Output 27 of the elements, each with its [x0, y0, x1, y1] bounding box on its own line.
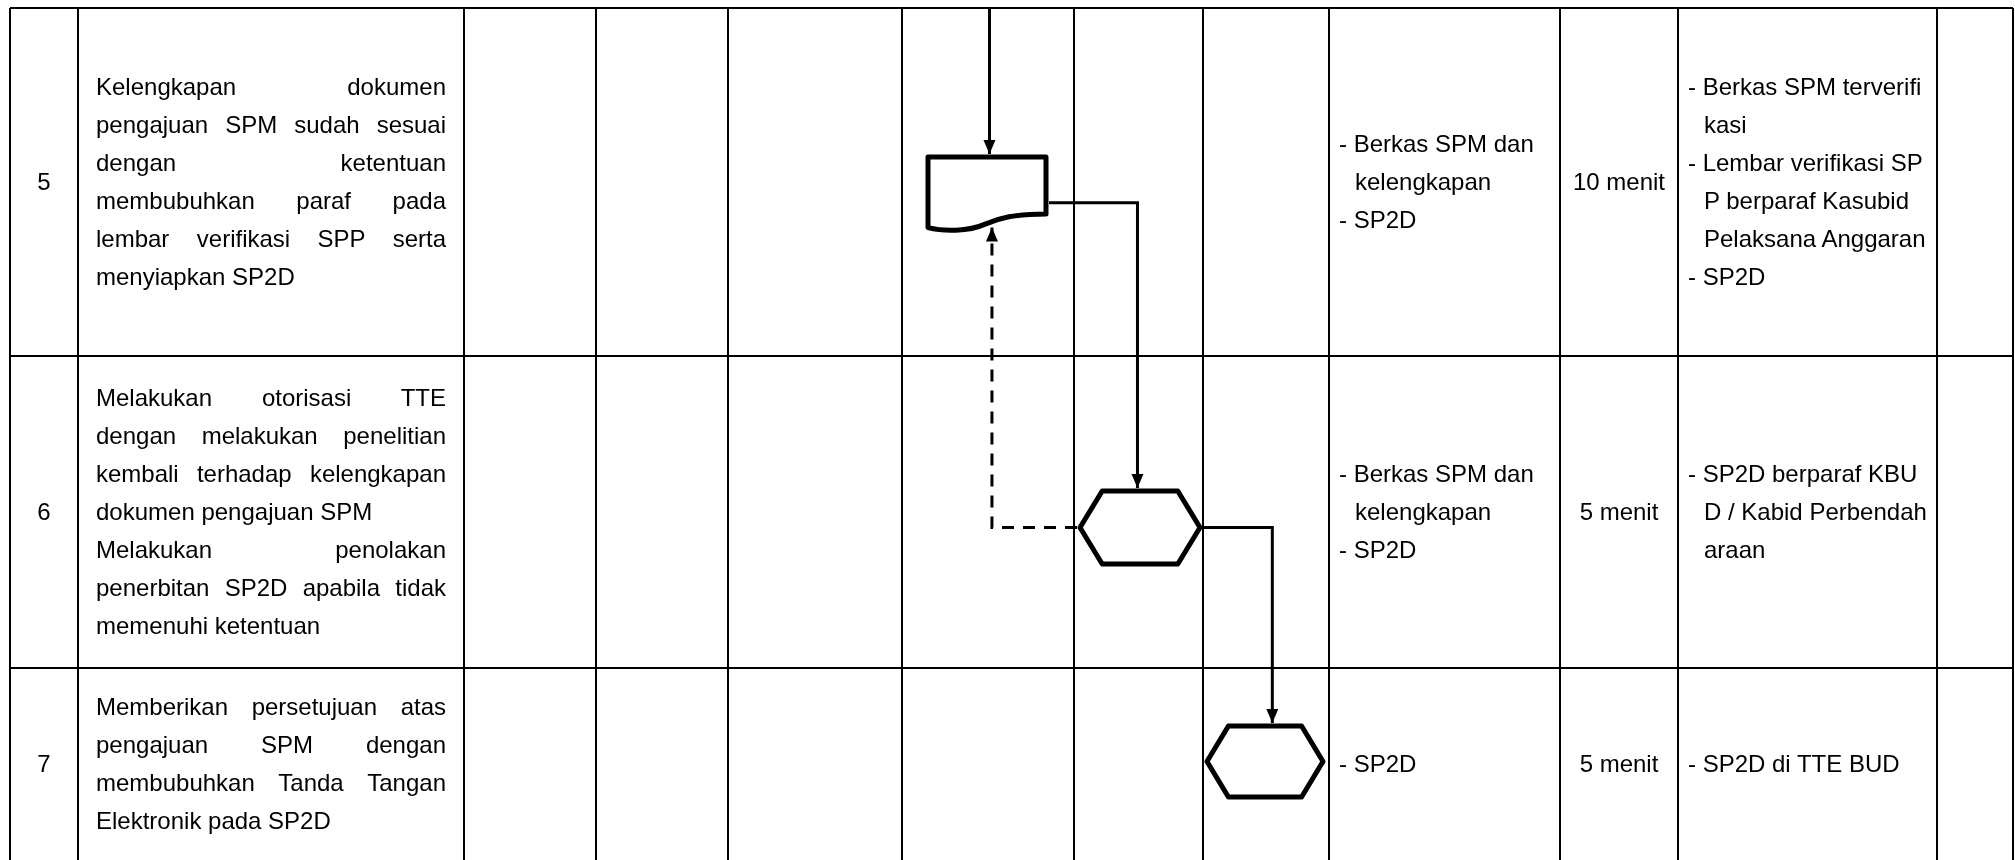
list-item: - Lembar verifikasi SPP berparaf Kasubid Pelaksana Anggaran: [1688, 148, 1927, 254]
list-item: - Berkas SPM dan kelengkapan: [1339, 129, 1535, 197]
arrow: [1049, 201, 1144, 488]
step-description: Kelengkapan dokumen pengajuan SPM sudah sesuai dengan ketentuan membubuhkan paraf pada lembar verifikasi SPP serta menyiapkan SP2D: [96, 72, 446, 292]
list-item: - SP2D berparaf KBUD / Kabid Perbendaharaan: [1688, 459, 1927, 565]
step-description: Melakukan otorisasi TTE dengan melakukan penelitian kembali terhadap kelengkapan dokumen pengajuan SPM: [96, 383, 446, 527]
step-number: 7: [36, 749, 52, 779]
step-description: Melakukan penolakan penerbitan SP2D apabila tidak memenuhi ketentuan: [96, 535, 446, 641]
list-item: - SP2D: [1339, 205, 1418, 235]
list-item: - Berkas SPM dan kelengkapan: [1339, 459, 1535, 527]
duration-text: 10 menit: [1571, 167, 1667, 197]
preparation-hexagon: [1204, 723, 1326, 800]
dashed-arrow: [985, 227, 1077, 529]
document-shape: [925, 154, 1049, 234]
step-description: Memberikan persetujuan atas pengajuan SPM dengan membubuhkan Tanda Tangan Elektronik pada SP2D: [96, 692, 446, 836]
list-item: - SP2D: [1688, 262, 1767, 292]
preparation-hexagon: [1077, 488, 1203, 567]
step-number: 6: [36, 497, 52, 527]
list-item: - SP2D di TTE BUD: [1688, 749, 1901, 779]
list-item: - SP2D: [1339, 535, 1418, 565]
duration-text: 5 menit: [1578, 497, 1660, 527]
list-item: - SP2D: [1339, 749, 1418, 779]
list-item: - Berkas SPM terverifikasi: [1688, 72, 1923, 140]
arrow: [1203, 526, 1279, 723]
duration-text: 5 menit: [1578, 749, 1660, 779]
arrow: [983, 8, 996, 154]
step-number: 5: [36, 167, 52, 197]
